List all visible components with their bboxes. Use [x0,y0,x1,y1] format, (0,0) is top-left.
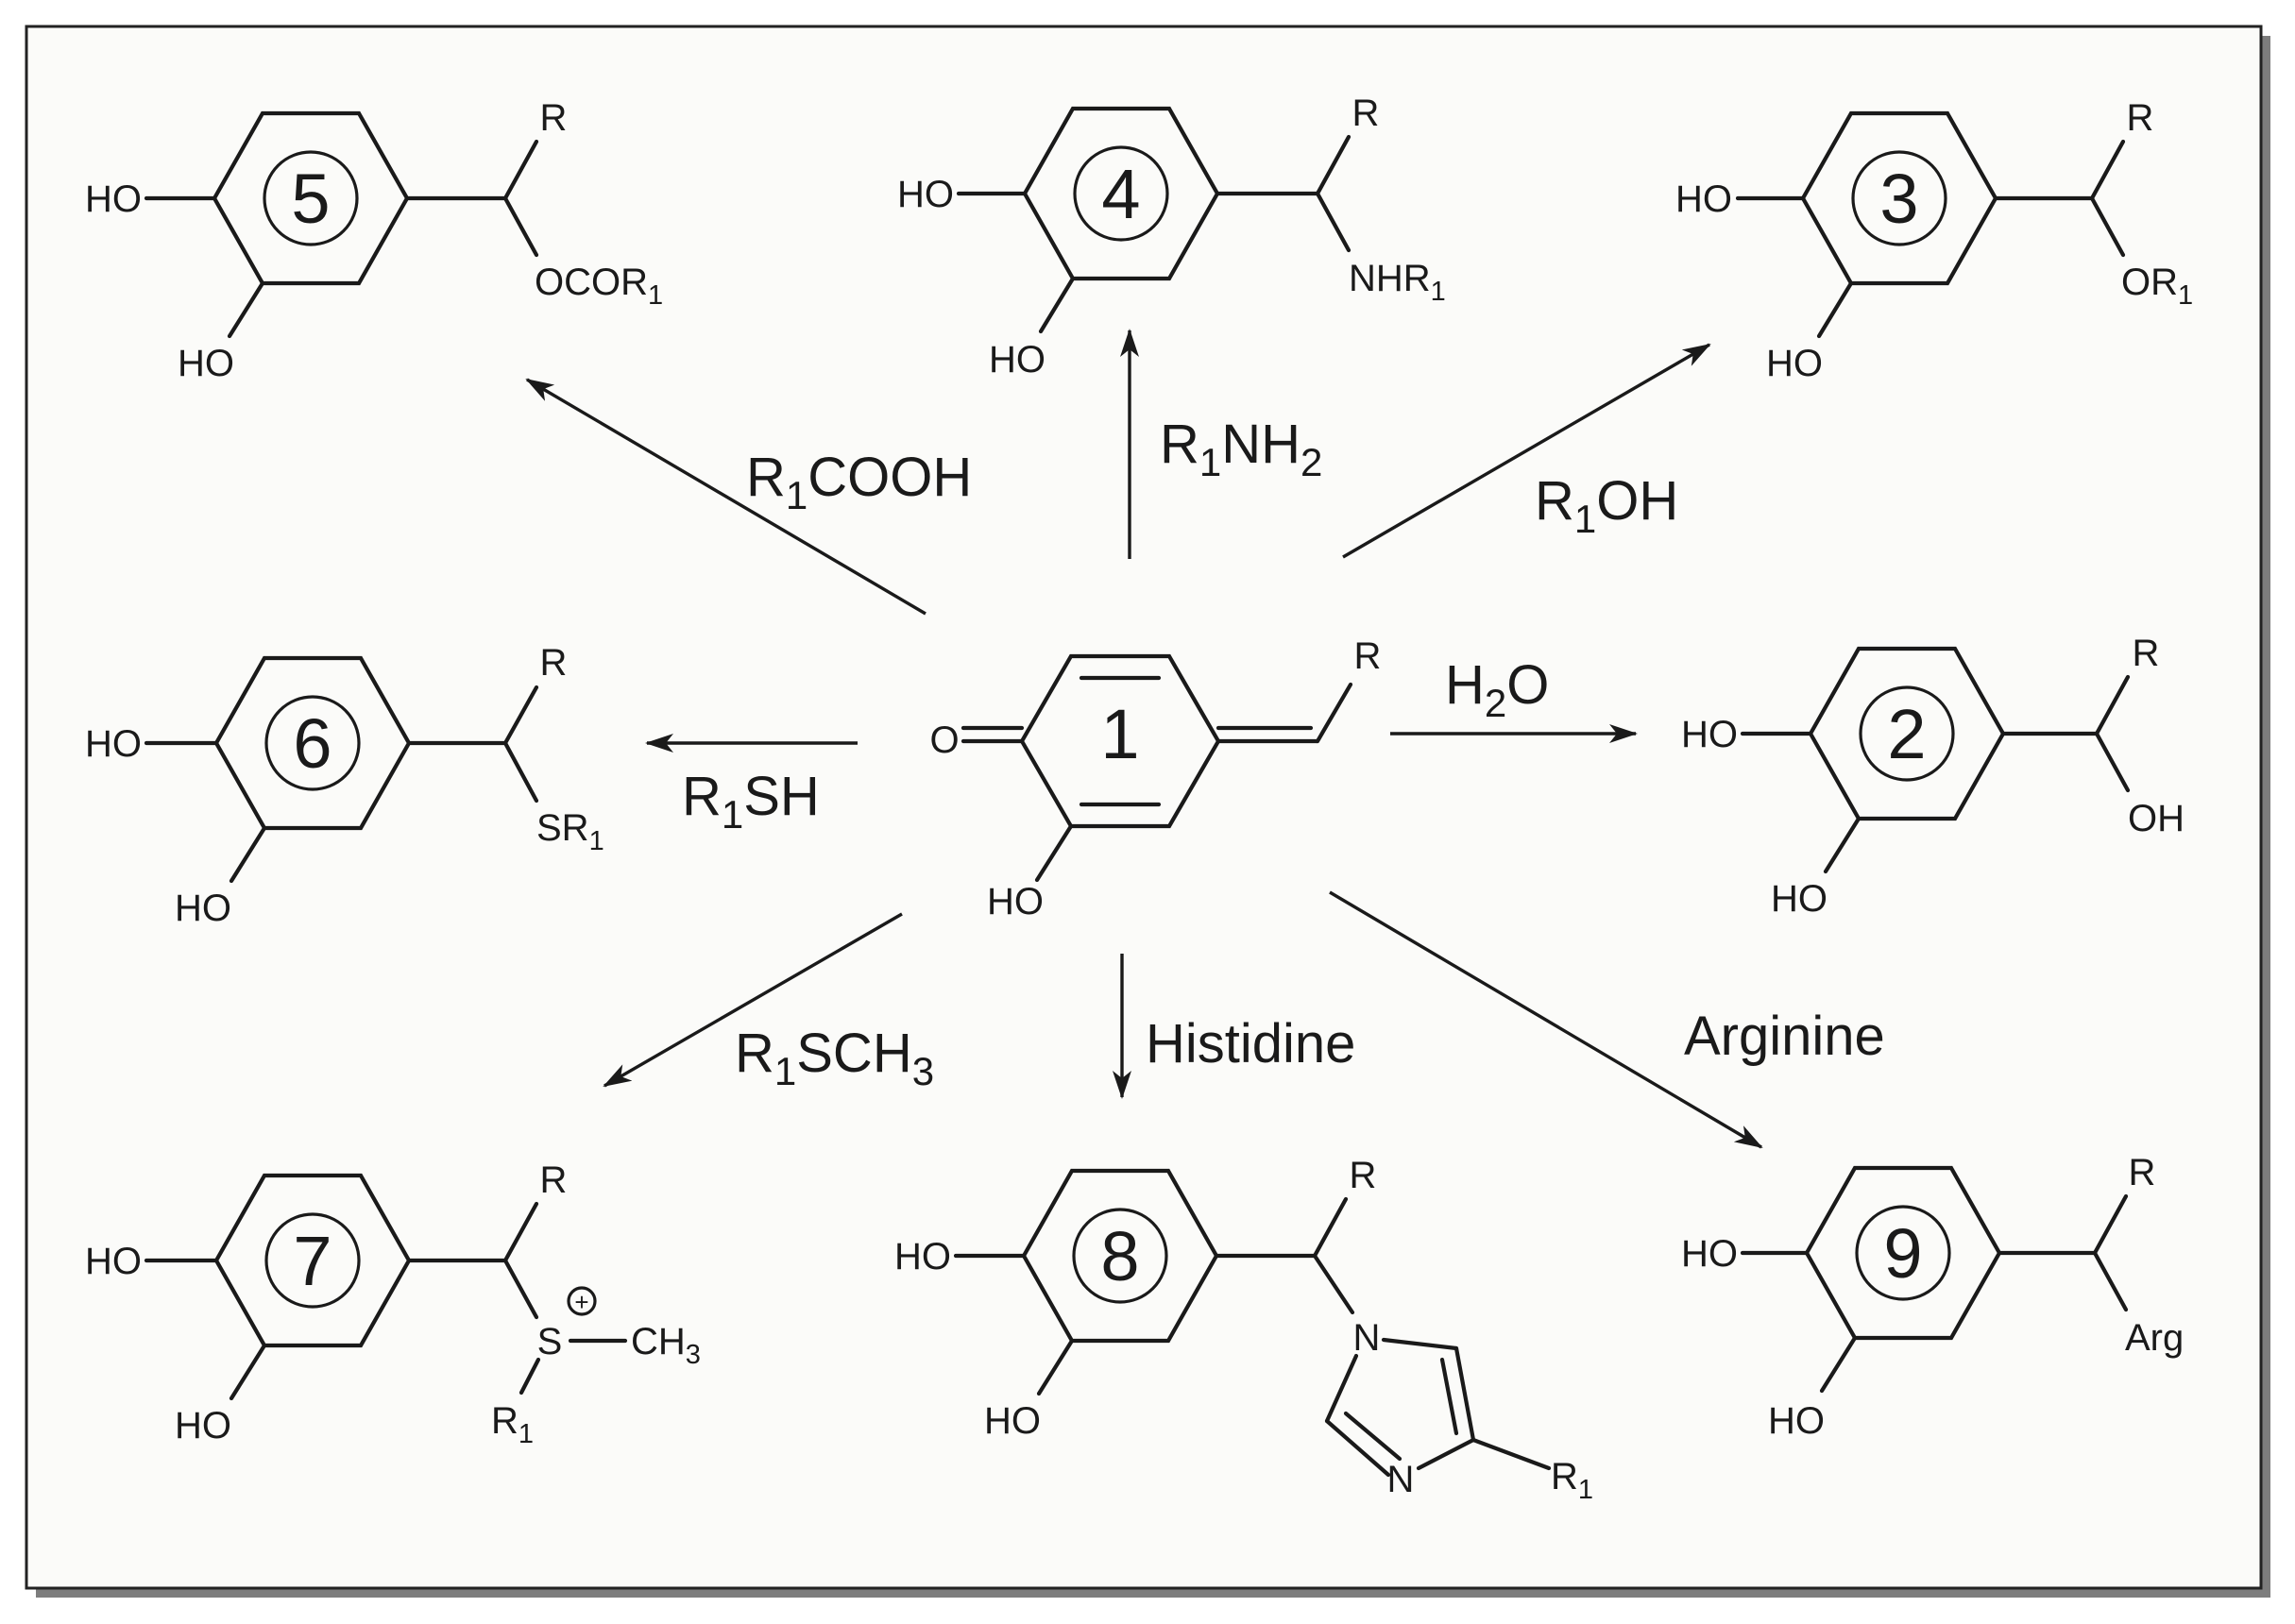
arrow-to-5 [525,378,926,616]
reagent-h2o: H2O [1445,654,1549,725]
compound-number-2: 2 [1887,695,1926,773]
r-group-label: R [1354,635,1382,677]
compound-number-1: 1 [1100,695,1139,773]
r-group-label: R [2129,1152,2156,1193]
reagent-r1nh2: R1NH2 [1160,414,1322,484]
hydroxyl-bottom-label: HO [1771,878,1828,920]
arrow-to-7 [603,912,903,1088]
hydroxyl-label: HO [987,881,1044,922]
r-group-label: R [1352,93,1380,134]
positive-charge-label: + [574,1288,588,1316]
r-group-label: R [2133,633,2160,674]
compound-8: 8 HO HO R N N R1 [894,1155,1593,1505]
hydroxyl-top-label: HO [85,178,142,220]
compound-4: 4 HO HO R NHR1 [897,93,1446,381]
hydroxyl-top-label: HO [85,723,142,765]
r-group-label: R [540,642,568,684]
hydroxyl-bottom-label: HO [175,888,231,929]
r-group-label: R [1350,1155,1377,1196]
arrow-to-9 [1329,890,1763,1149]
thioether-group-label: SR1 [536,807,604,856]
reagent-r1sh: R1SH [682,766,820,837]
carbonyl-oxygen-label: O [929,719,959,761]
compound-number-4: 4 [1101,155,1140,233]
compound-5: 5 HO HO R OCOR1 [85,97,663,384]
hydroxyl-top-label: HO [894,1236,951,1277]
r-group-label: R [540,1159,568,1201]
compound-6: 6 HO HO R SR1 [85,642,604,929]
reagent-labels: R1COOH R1NH2 R1OH H2O R1SH R1SCH3 Histid… [682,414,1885,1093]
compound-number-9: 9 [1883,1214,1922,1293]
compound-number-7: 7 [293,1222,332,1300]
ether-group-label: OR1 [2121,262,2193,311]
hydroxyl-bottom-label: HO [984,1400,1041,1442]
r1-label: R1 [491,1400,534,1449]
compound-7: 7 HO HO R S + CH3 R1 [85,1159,701,1449]
reagent-r1oh: R1OH [1535,470,1678,541]
r-group-label: R [540,97,568,139]
hydroxyl-top-label: HO [1681,714,1738,755]
sulfonium-atom-label: S [537,1321,563,1362]
arginine-group-label: Arg [2125,1317,2184,1359]
reagent-arginine: Arginine [1684,1006,1885,1067]
frame [25,25,2263,1590]
hydroxyl-bottom-label: HO [175,1405,231,1446]
reagent-histidine: Histidine [1146,1013,1355,1074]
hydroxyl-top-label: HO [85,1241,142,1282]
arrow-to-3 [1342,343,1711,559]
reaction-arrows [525,329,1763,1149]
hydroxyl-bottom-label: HO [178,343,234,384]
imidazole-n1-label: N [1353,1317,1381,1359]
reagent-r1sch3: R1SCH3 [735,1023,934,1093]
r1-label: R1 [1551,1456,1593,1505]
hydroxyl-top-label: HO [1675,178,1732,220]
compound-9: 9 HO HO R Arg [1681,1152,2184,1442]
compound-3: 3 HO HO R OR1 [1675,97,2193,384]
hydroxyl-bottom-label: HO [1766,343,1823,384]
amine-group-label: NHR1 [1349,258,1446,307]
compound-number-3: 3 [1879,160,1918,238]
compound-1: 1 O HO R [929,635,1381,922]
compound-2: 2 HO HO R OH [1681,633,2184,920]
compound-number-6: 6 [293,704,332,783]
methyl-label: CH3 [631,1321,701,1370]
reagent-r1cooh: R1COOH [746,447,972,517]
hydroxyl-top-label: HO [897,174,954,215]
imidazole-n3-label: N [1387,1459,1415,1500]
hydroxyl-side-label: OH [2128,798,2184,839]
compound-number-8: 8 [1100,1217,1139,1295]
ester-group-label: OCOR1 [535,262,663,311]
r-group-label: R [2127,97,2154,139]
hydroxyl-bottom-label: HO [1768,1400,1825,1442]
compound-number-5: 5 [291,160,330,238]
hydroxyl-top-label: HO [1681,1233,1738,1275]
hydroxyl-bottom-label: HO [989,339,1046,381]
